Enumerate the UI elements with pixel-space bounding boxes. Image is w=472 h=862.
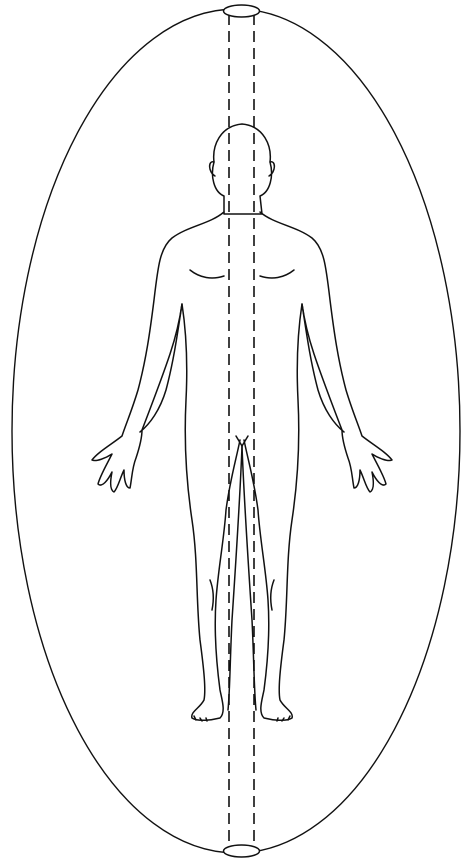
left-knee <box>210 580 213 610</box>
chest-detail-right <box>260 270 294 278</box>
right-knee <box>271 580 274 610</box>
chest-detail <box>190 270 224 278</box>
central-energy-channel <box>229 14 254 848</box>
crotch-line <box>236 436 248 446</box>
right-inner-arm <box>302 304 344 432</box>
right-body-contour <box>244 212 392 720</box>
left-body-contour <box>92 212 240 720</box>
aura-outline <box>12 9 460 853</box>
human-figure-outline <box>92 124 392 721</box>
left-inner-arm <box>140 304 182 432</box>
channel-bottom-cap <box>224 845 260 857</box>
head <box>212 124 271 214</box>
channel-top-cap <box>224 5 260 17</box>
